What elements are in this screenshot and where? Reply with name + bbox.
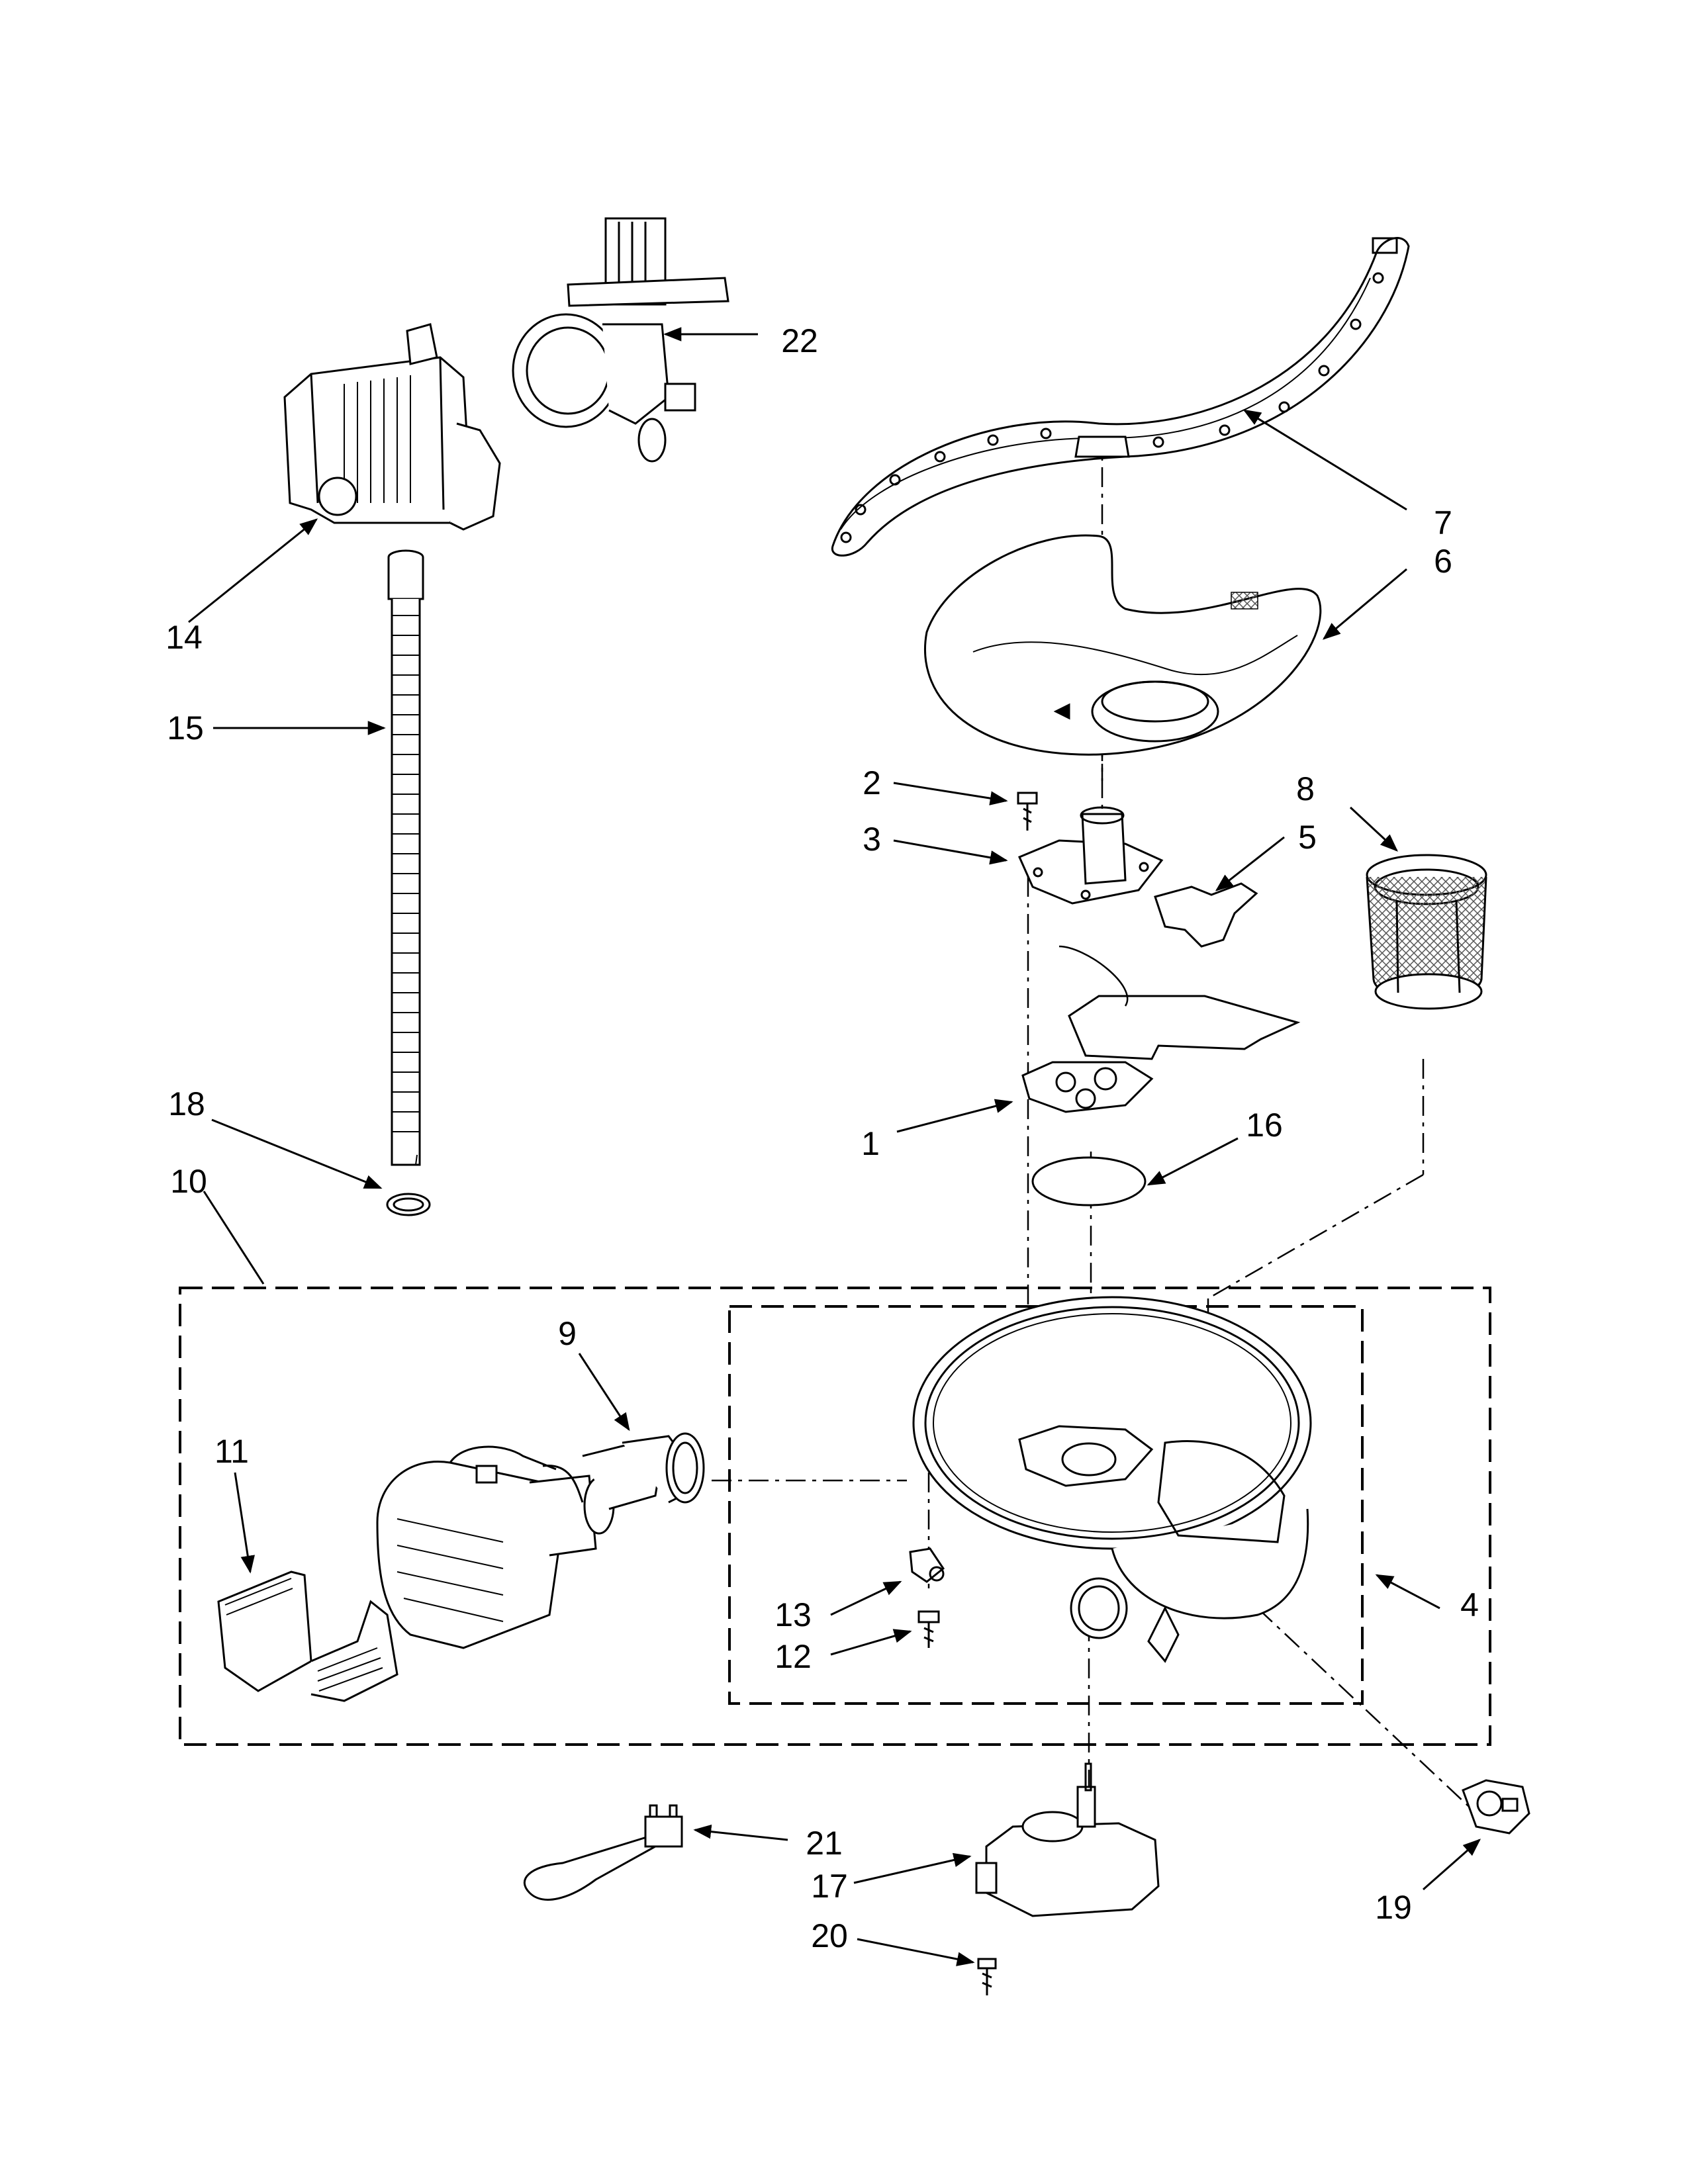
wash-pump-motor-part-9 (376, 1432, 705, 1649)
disc-part-16 (1031, 1156, 1147, 1206)
callout-1: 1 (861, 1125, 880, 1162)
pump-hub-bracket-part-3 (1018, 806, 1164, 905)
motor-cover-part-11 (217, 1570, 399, 1702)
hose-clamp-part-18 (386, 1193, 431, 1216)
screw-part-20 (977, 1958, 997, 1995)
screw-part-2 (1017, 792, 1038, 831)
callout-13: 13 (774, 1596, 812, 1633)
callout-12: 12 (774, 1638, 812, 1675)
callout-5: 5 (1298, 819, 1317, 856)
callout-14: 14 (165, 619, 203, 656)
callout-21: 21 (806, 1825, 843, 1862)
callout-20: 20 (811, 1917, 848, 1954)
callout-3: 3 (863, 821, 881, 858)
diverter-clip-part-5 (1154, 882, 1258, 948)
bracket-part-13 (909, 1547, 945, 1583)
thermistor-part-21 (523, 1804, 683, 1901)
screw-part-12 (917, 1610, 940, 1648)
callout-10: 10 (170, 1163, 207, 1200)
callout-19: 19 (1375, 1889, 1412, 1926)
spray-arm-part-7 (831, 237, 1410, 557)
callout-8: 8 (1296, 770, 1315, 807)
leader-arrows (188, 327, 1481, 1966)
callout-2: 2 (863, 764, 881, 801)
assembly-box-4 (728, 1305, 1364, 1705)
callout-22: 22 (781, 322, 818, 359)
callout-16: 16 (1246, 1107, 1283, 1144)
sump-assembly-part-4 (912, 1296, 1312, 1663)
callout-18: 18 (168, 1085, 205, 1122)
callout-11: 11 (214, 1433, 249, 1470)
callout-15: 15 (167, 709, 204, 747)
drain-pump-part-14 (283, 323, 501, 531)
callout-6: 6 (1434, 543, 1452, 580)
drain-hose-part-15 (387, 549, 424, 1166)
callout-4: 4 (1460, 1586, 1479, 1623)
callout-9: 9 (558, 1315, 577, 1352)
inlet-housing-part-22 (512, 217, 729, 463)
diverter-motor-part-17 (975, 1762, 1160, 1917)
assembly-box-10 (179, 1287, 1491, 1746)
filter-cover-part-6 (924, 534, 1322, 756)
sprayer-bracket-part-1 (1021, 945, 1301, 1113)
callout-7: 7 (1434, 504, 1452, 541)
ultra-fine-filter-part-8 (1366, 854, 1487, 1010)
callout-17: 17 (811, 1868, 848, 1905)
sensor-part-19 (1462, 1779, 1530, 1835)
